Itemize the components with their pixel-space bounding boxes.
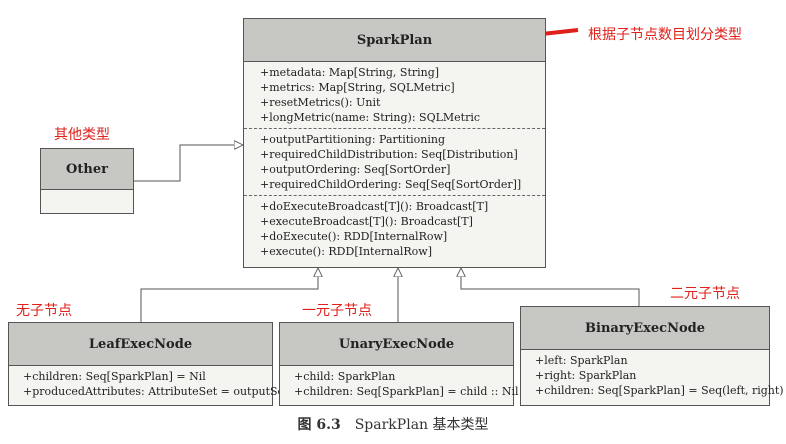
sparkplan-member: +metadata: Map[String, String] — [260, 66, 440, 79]
binary-exec-node-members: +left: SparkPlan +right: SparkPlan +chil… — [521, 350, 784, 401]
binary-annotation: 二元子节点 — [670, 286, 740, 302]
figure-caption-text: SparkPlan 基本类型 — [354, 417, 489, 433]
sparkplan-member: +execute(): RDD[InternalRow] — [260, 245, 433, 258]
sparkplan-group-partitioning: +outputPartitioning: Partitioning +requi… — [244, 128, 545, 195]
sparkplan-title: SparkPlan — [244, 19, 545, 62]
sparkplan-member: +longMetric(name: String): SQLMetric — [260, 111, 481, 124]
leaf-exec-node-class: LeafExecNode +children: Seq[SparkPlan] =… — [8, 322, 289, 406]
other-title: Other — [41, 149, 133, 190]
binary-exec-node-class: BinaryExecNode +left: SparkPlan +right: … — [520, 306, 784, 406]
unary-annotation: 一元子节点 — [302, 303, 372, 319]
binary-member: +right: SparkPlan — [535, 369, 637, 382]
unary-exec-node-title: UnaryExecNode — [280, 323, 513, 366]
unary-member: +children: Seq[SparkPlan] = child :: Nil — [294, 385, 519, 398]
binary-member: +children: Seq[SparkPlan] = Seq(left, ri… — [535, 384, 784, 397]
unary-exec-node-class: UnaryExecNode +child: SparkPlan +childre… — [279, 322, 519, 406]
leaf-inheritance-line — [140, 268, 318, 322]
sparkplan-member: +metrics: Map[String, SQLMetric] — [260, 81, 455, 94]
unary-exec-node-members: +child: SparkPlan +children: Seq[SparkPl… — [280, 366, 519, 402]
sparkplan-member: +outputPartitioning: Partitioning — [260, 133, 445, 146]
sparkplan-member: +outputOrdering: Seq[SortOrder] — [260, 163, 451, 176]
other-inheritance-line — [134, 145, 243, 182]
sparkplan-group-metrics: +metadata: Map[String, String] +metrics:… — [244, 62, 545, 128]
leaf-member: +children: Seq[SparkPlan] = Nil — [23, 370, 206, 383]
other-class: Other — [40, 148, 134, 214]
binary-exec-node-title: BinaryExecNode — [521, 307, 769, 350]
sparkplan-member: +doExecuteBroadcast[T](): Broadcast[T] — [260, 200, 489, 213]
sparkplan-member: +executeBroadcast[T](): Broadcast[T] — [260, 215, 473, 228]
figure-number: 图 6.3 — [297, 417, 341, 433]
binary-member: +left: SparkPlan — [535, 354, 628, 367]
leaf-exec-node-title: LeafExecNode — [9, 323, 272, 366]
sparkplan-member: +requiredChildOrdering: Seq[Seq[SortOrde… — [260, 178, 522, 191]
sparkplan-member: +resetMetrics(): Unit — [260, 96, 381, 109]
unary-member: +child: SparkPlan — [294, 370, 396, 383]
leaf-exec-node-members: +children: Seq[SparkPlan] = Nil +produce… — [9, 366, 289, 402]
sparkplan-class: SparkPlan +metadata: Map[String, String]… — [243, 18, 546, 268]
leaf-annotation: 无子节点 — [16, 303, 72, 319]
binary-inheritance-line — [461, 268, 640, 306]
other-annotation: 其他类型 — [54, 127, 110, 143]
sparkplan-group-execute: +doExecuteBroadcast[T](): Broadcast[T] +… — [244, 195, 545, 262]
sparkplan-member: +requiredChildDistribution: Seq[Distribu… — [260, 148, 518, 161]
leaf-member: +producedAttributes: AttributeSet = outp… — [23, 385, 289, 398]
partition-annotation: 根据子节点数目划分类型 — [588, 27, 742, 43]
sparkplan-member: +doExecute(): RDD[InternalRow] — [260, 230, 448, 243]
figure-caption: 图 6.3 SparkPlan 基本类型 — [0, 414, 786, 434]
